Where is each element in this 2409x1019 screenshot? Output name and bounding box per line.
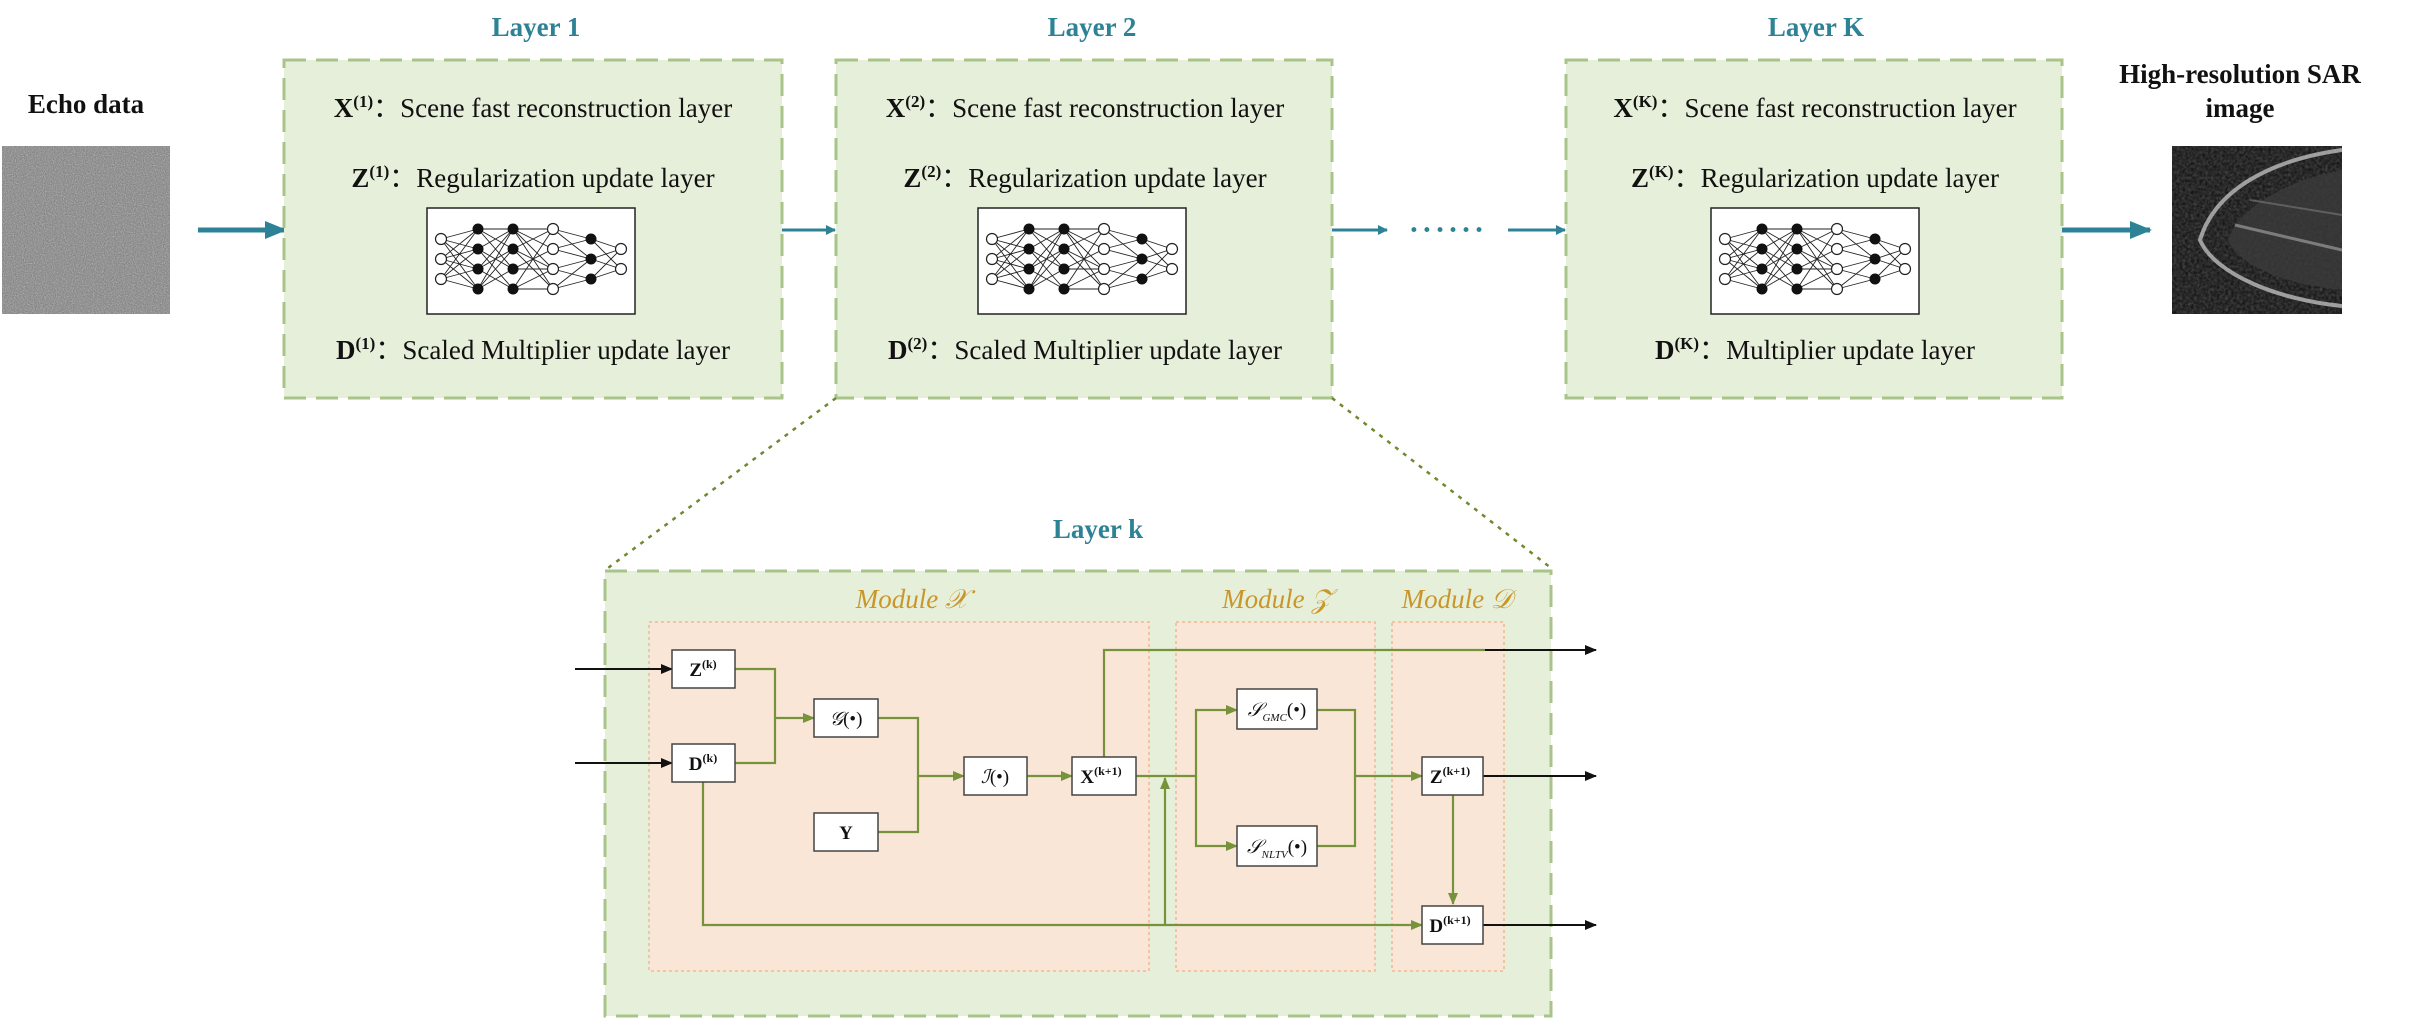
module-x-title: Module 𝒳	[855, 584, 976, 614]
module-d-title: Module 𝒟	[1401, 584, 1517, 614]
op-dk: D(k)	[671, 743, 736, 783]
layer-k-row-x: X(K)：Scene fast reconstruction layer	[1613, 92, 2016, 123]
svg-text:Z(k): Z(k)	[689, 657, 716, 681]
svg-text:𝒮NLTV(•): 𝒮NLTV(•)	[1247, 837, 1307, 861]
flow-dk-to-dk1	[701, 782, 1423, 930]
layer-1-network-frame	[426, 207, 636, 315]
svg-text:X(k+1): X(k+1)	[1080, 764, 1121, 788]
layer-k-detail-title: Layer k	[1053, 514, 1143, 544]
sar-image-title-line2: image	[2206, 93, 2275, 123]
layer-2-title: Layer 2	[1048, 12, 1137, 42]
flow-xk1-to-sgmc	[1136, 705, 1238, 778]
flow-snltv-to-zk1	[1317, 776, 1357, 848]
flow-sgmc-to-zk1	[1317, 708, 1423, 781]
flow-xk1-up	[1102, 648, 1485, 757]
layer-2-row-d: D(2)：Scaled Multiplier update layer	[888, 334, 1282, 365]
zoom-line-left	[607, 396, 837, 570]
op-g: 𝒢(•)	[813, 698, 879, 738]
op-zk1: Z(k+1)	[1421, 756, 1484, 796]
op-xk1: X(k+1)	[1071, 756, 1137, 796]
echo-data-image	[2, 146, 170, 314]
layer-k-title: Layer K	[1768, 12, 1864, 42]
flow-dk-to-g	[735, 718, 777, 765]
layer-1-row-z: Z(1)：Regularization update layer	[351, 162, 714, 193]
op-dk1: D(k+1)	[1421, 905, 1484, 945]
flow-xk1-to-snltv	[1194, 776, 1238, 851]
flow-y-to-i	[878, 776, 920, 834]
layer-k-row-z: Z(K)：Regularization update layer	[1631, 162, 1999, 193]
svg-text:D(k+1): D(k+1)	[1429, 913, 1470, 937]
layer-1-row-x: X(1)：Scene fast reconstruction layer	[334, 92, 732, 123]
module-z-region	[1175, 621, 1376, 972]
svg-text:Z(k+1): Z(k+1)	[1430, 764, 1470, 788]
op-sgmc: 𝒮GMC(•)	[1236, 688, 1318, 730]
layer-2-row-x: X(2)：Scene fast reconstruction layer	[886, 92, 1284, 123]
svg-text:ℐ(•): ℐ(•)	[981, 767, 1009, 788]
layer-1-row-d: D(1)：Scaled Multiplier update layer	[336, 334, 730, 365]
svg-text:Y: Y	[839, 823, 853, 844]
sar-image	[2172, 146, 2343, 314]
layer-k-row-d: D(K)：Multiplier update layer	[1655, 334, 1975, 365]
layer-2-row-z: Z(2)：Regularization update layer	[903, 162, 1266, 193]
op-zk: Z(k)	[671, 649, 736, 689]
svg-text:𝒢(•): 𝒢(•)	[830, 709, 863, 730]
op-i: ℐ(•)	[963, 756, 1028, 796]
module-z-title: Module 𝒵	[1221, 584, 1338, 614]
echo-data-title: Echo data	[28, 89, 145, 119]
zoom-line-right	[1331, 397, 1552, 569]
layer-2-network-frame	[977, 207, 1187, 315]
op-y: Y	[813, 812, 879, 852]
sar-image-title-line1: High-resolution SAR	[2119, 59, 2361, 89]
svg-text:D(k): D(k)	[689, 751, 717, 775]
svg-text:𝒮GMC(•): 𝒮GMC(•)	[1248, 700, 1306, 724]
layer-1-title: Layer 1	[492, 12, 581, 42]
ellipsis-dots: ••••••	[1409, 221, 1487, 241]
flow-g-to-i	[878, 716, 965, 781]
flow-zk-to-g	[735, 667, 815, 723]
op-snltv: 𝒮NLTV(•)	[1236, 825, 1318, 867]
layer-k-network-frame	[1710, 207, 1920, 315]
